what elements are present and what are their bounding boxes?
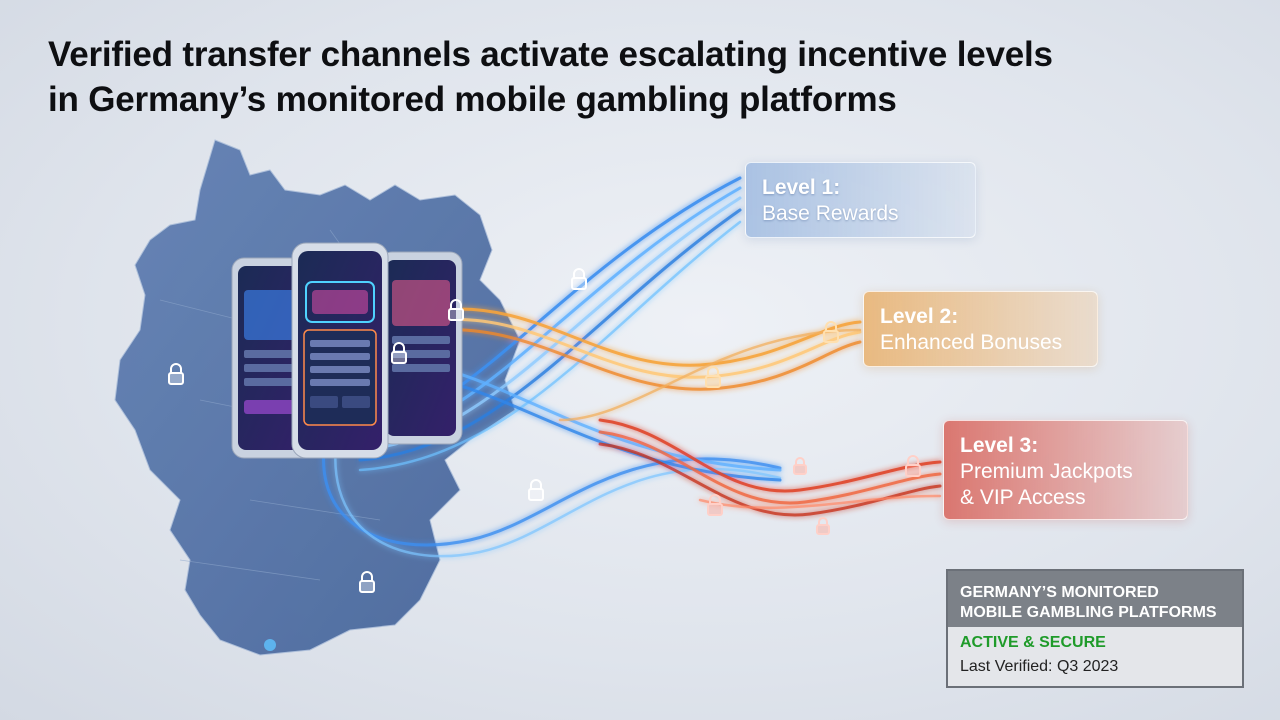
last-verified-text: Last Verified: Q3 2023	[960, 658, 1119, 675]
level-2-desc: Enhanced Bonuses	[880, 331, 1063, 354]
level-3-desc-line-1: Premium Jackpots	[960, 460, 1133, 483]
level-3-desc-line-2: & VIP Access	[960, 486, 1086, 509]
level-2-card: Level 2: Enhanced Bonuses	[863, 291, 1098, 367]
platform-status-panel: GERMANY’S MONITORED MOBILE GAMBLING PLAT…	[946, 569, 1244, 688]
status-badge: ACTIVE & SECURE	[960, 634, 1106, 651]
title-line-1: Verified transfer channels activate esca…	[48, 35, 1053, 74]
level-1-title: Level 1:	[762, 176, 841, 199]
level-3-title: Level 3:	[960, 434, 1039, 457]
level-3-card: Level 3: Premium Jackpots & VIP Access	[943, 420, 1188, 520]
title-line-2: in Germany’s monitored mobile gambling p…	[48, 80, 897, 119]
smartphone-icon	[231, 242, 463, 459]
padlock-icon	[168, 268, 921, 593]
transfer-stream-icon	[322, 176, 942, 558]
level-2-title: Level 2:	[880, 305, 959, 328]
level-1-desc: Base Rewards	[762, 202, 899, 225]
page-title: Verified transfer channels activate esca…	[48, 32, 1228, 122]
status-header-line-2: MOBILE GAMBLING PLATFORMS	[960, 604, 1217, 621]
status-header-line-1: GERMANY’S MONITORED	[960, 584, 1159, 601]
level-1-card: Level 1: Base Rewards	[745, 162, 976, 238]
status-header: GERMANY’S MONITORED MOBILE GAMBLING PLAT…	[948, 571, 1242, 627]
